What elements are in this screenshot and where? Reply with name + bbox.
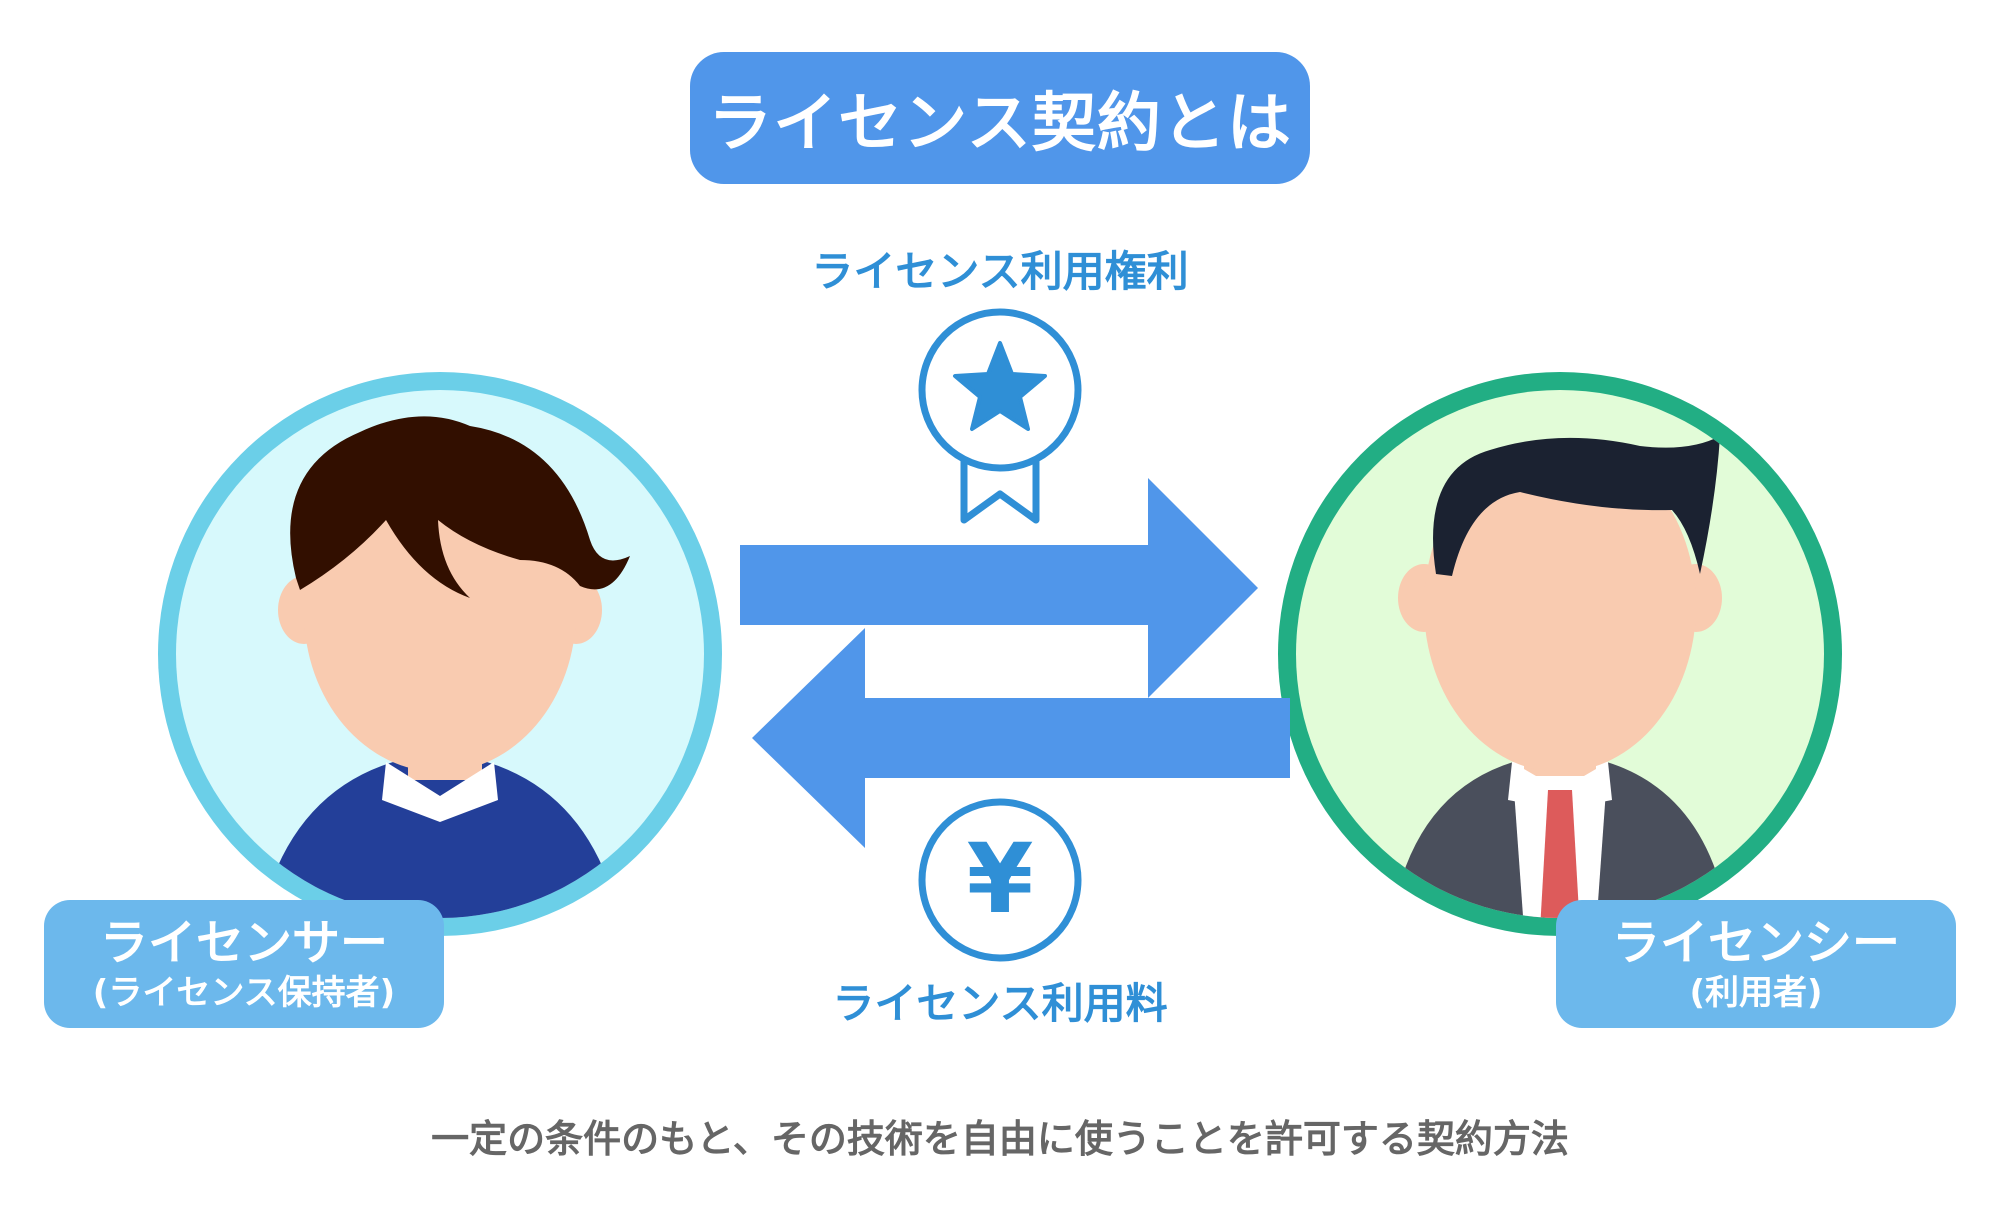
- license-rights-label: ライセンス利用権利: [811, 247, 1189, 296]
- licensor-name: ライセンサー: [99, 915, 388, 971]
- yen-coin-icon: ¥: [918, 798, 1082, 962]
- star-medal-icon: [918, 308, 1082, 524]
- licensee-role: (利用者): [1689, 973, 1823, 1013]
- licensee-label-box: ライセンシー (利用者): [1556, 900, 1956, 1028]
- rights-arrow: [740, 478, 1258, 698]
- licensee-avatar: [1278, 372, 1842, 936]
- page-title: ライセンス契約とは: [690, 52, 1310, 184]
- yen-symbol: ¥: [967, 823, 1034, 935]
- licensee-name: ライセンシー: [1611, 915, 1900, 971]
- licensor-label-box: ライセンサー (ライセンス保持者): [44, 900, 444, 1028]
- license-fee-label: ライセンス利用料: [832, 979, 1168, 1028]
- fee-arrow: [752, 628, 1290, 848]
- licensor-role: (ライセンス保持者): [92, 973, 396, 1013]
- caption: 一定の条件のもと、その技術を自由に使うことを許可する契約方法: [431, 1117, 1569, 1161]
- licensor-avatar: [158, 372, 722, 936]
